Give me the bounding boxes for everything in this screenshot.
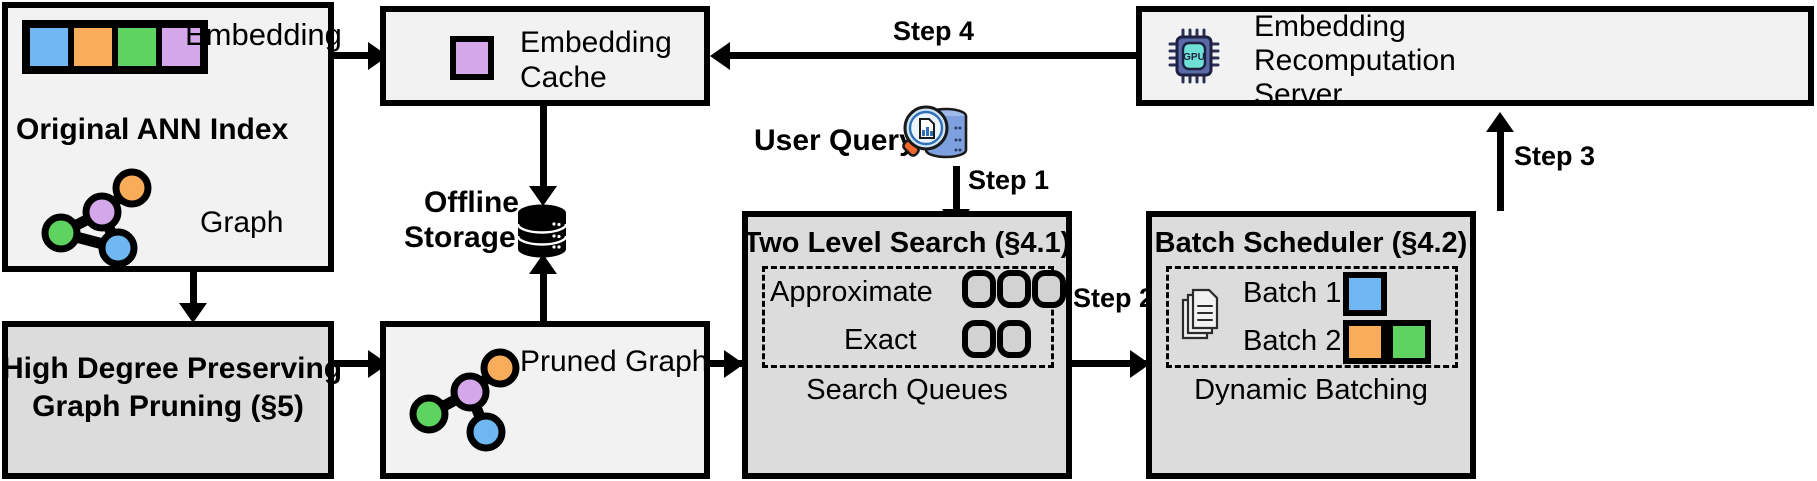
step1-label: Step 1: [968, 165, 1050, 195]
recomputation-server-line1: Embedding: [1254, 10, 1406, 43]
exact-queue-slot[interactable]: [962, 320, 996, 358]
batch-2-label: Batch 2: [1243, 325, 1342, 357]
step3-label: Step 3: [1514, 141, 1596, 171]
pruned-graph-icon: [408, 348, 528, 452]
arrow-step1-line: [953, 166, 960, 211]
exact-queue-slot[interactable]: [997, 320, 1031, 358]
original-graph-icon: [40, 168, 160, 268]
arrow-pruned-to-storage-line: [540, 272, 547, 321]
search-queues-footer: Search Queues: [806, 374, 1008, 406]
original-ann-index-title: Original ANN Index: [16, 113, 289, 146]
arrow-cache-to-storage-head: [529, 186, 557, 206]
arrow-pruned-to-storage-head: [529, 254, 557, 274]
embedding-cell-orange: [71, 25, 115, 69]
two-level-search-title: Two Level Search (§4.1): [743, 227, 1071, 259]
pruned-graph-label: Pruned Graph: [520, 345, 709, 378]
svg-text:GPU: GPU: [1183, 52, 1205, 63]
embedding-cache-label-line2: Cache: [520, 61, 607, 94]
approximate-queue-slot[interactable]: [1032, 270, 1066, 308]
embedding-cache-swatch: [450, 36, 494, 80]
recomputation-server-line2: Recomputation: [1254, 44, 1456, 77]
database-icon: [516, 204, 568, 258]
recomputation-server-line3: Server: [1254, 78, 1343, 111]
graph-pruning-title-line2: Graph Pruning (§5): [32, 390, 304, 423]
step4-label: Step 4: [893, 16, 975, 46]
search-database-icon: [900, 103, 972, 165]
embedding-cache-box: [380, 6, 710, 106]
batch-2-item-green: [1387, 320, 1431, 364]
embedding-cell-blue: [27, 25, 71, 69]
arrow-index-to-pruning-line: [190, 272, 197, 305]
approximate-queue-slot[interactable]: [962, 270, 996, 308]
batch-scheduler-title: Batch Scheduler (§4.2): [1154, 227, 1468, 259]
recomputation-server-box: [1136, 6, 1814, 106]
arrow-pruned-to-search-head: [724, 350, 744, 378]
arrow-step3-head: [1486, 112, 1514, 132]
arrow-step4-line: [728, 52, 1136, 59]
batch-1-label: Batch 1: [1243, 277, 1342, 309]
step2-label: Step 2: [1073, 283, 1155, 313]
offline-storage-label-line2: Storage: [404, 221, 516, 254]
embedding-label: Embedding: [185, 17, 342, 52]
embedding-cache-label-line1: Embedding: [520, 26, 672, 59]
embedding-swatch-strip: [22, 20, 208, 74]
approximate-row-label: Approximate: [770, 276, 933, 308]
arrow-pruning-to-pruned-line: [334, 360, 372, 367]
arrow-index-to-pruning-head: [179, 303, 207, 323]
batch-2-item-orange: [1343, 320, 1387, 364]
embedding-cell-green: [115, 25, 159, 69]
arrow-cache-to-storage-line: [540, 106, 547, 188]
arrow-step2-head: [1130, 350, 1150, 378]
arrow-index-to-cache-line: [334, 52, 372, 59]
offline-storage-label-line1: Offline: [424, 186, 519, 219]
search-queues-dashed-region: [762, 266, 1054, 368]
graph-pruning-title-line1: High Degree Preserving: [2, 352, 343, 385]
batch-1-item-blue: [1343, 272, 1387, 316]
arrow-step3-line: [1497, 130, 1504, 211]
approximate-queue-slot[interactable]: [997, 270, 1031, 308]
gpu-chip-icon: GPU: [1168, 26, 1224, 86]
graph-pruning-box: [2, 321, 334, 479]
user-query-label: User Query: [754, 124, 916, 157]
arrow-step2-line: [1072, 360, 1148, 367]
embedding-cell-purple: [159, 25, 203, 69]
dynamic-batching-footer: Dynamic Batching: [1194, 374, 1428, 406]
dynamic-batching-dashed-region: [1166, 266, 1458, 368]
arrow-step4-head: [710, 42, 730, 70]
graph-label: Graph: [200, 206, 284, 239]
documents-icon: [1178, 288, 1222, 346]
exact-row-label: Exact: [844, 324, 917, 356]
